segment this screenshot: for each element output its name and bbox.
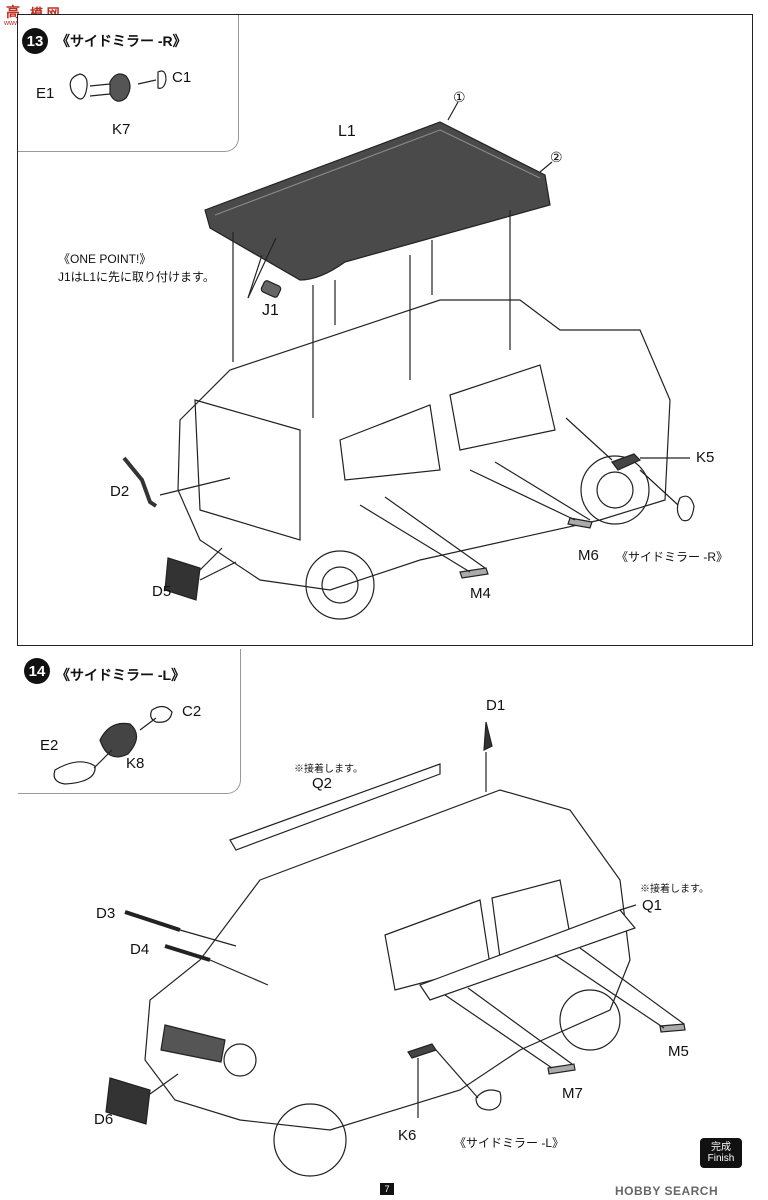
label-d3: D3: [96, 905, 116, 922]
label-m5: M5: [668, 1043, 689, 1060]
step-13-number: 13: [22, 28, 48, 54]
label-d4: D4: [130, 941, 150, 958]
label-j1: J1: [262, 302, 279, 319]
callout-2: ②: [550, 149, 563, 165]
glue-note-q1: ※接着します。: [640, 884, 709, 895]
mirror-r-piece: [676, 495, 695, 522]
label-d6: D6: [94, 1111, 114, 1128]
finish-jp: 完成: [711, 1141, 731, 1153]
step-14-title: 《サイドミラー -L》: [56, 667, 186, 683]
label-d5: D5: [152, 583, 172, 600]
label-k5: K5: [696, 449, 715, 466]
label-k8: K8: [126, 755, 145, 772]
label-d1: D1: [486, 697, 506, 714]
step-14-number: 14: [24, 658, 50, 684]
brand-watermark: HOBBY SEARCH: [615, 1184, 719, 1198]
part-e1-shape: [69, 73, 88, 100]
watermark-char: 高: [6, 4, 20, 20]
label-e2: E2: [40, 737, 59, 754]
mirror-l-piece: [475, 1089, 502, 1111]
page-number: 7: [380, 1183, 394, 1195]
label-m6: M6: [578, 547, 599, 564]
one-point-text: J1はL1に先に取り付けます。: [58, 270, 215, 284]
part-c2-shape: [150, 705, 173, 723]
label-e1: E1: [36, 85, 55, 102]
label-k6: K6: [398, 1127, 417, 1144]
label-k7: K7: [112, 121, 131, 138]
label-q1: Q1: [642, 897, 663, 914]
label-m4: M4: [470, 585, 491, 602]
step-13-title: 《サイドミラー -R》: [56, 33, 187, 49]
rail-q2-shape: [229, 763, 441, 851]
part-k7-shape: [109, 73, 131, 102]
finish-badge: 完成 Finish: [700, 1138, 742, 1168]
finish-en: Finish: [707, 1153, 735, 1164]
label-c1: C1: [172, 69, 192, 86]
label-q2: Q2: [312, 775, 333, 792]
glue-note-q2: ※接着します。: [294, 764, 363, 775]
label-d2: D2: [110, 483, 130, 500]
roof-l1-shape: [204, 121, 551, 281]
mirror-r-ref: 《サイドミラー -R》: [616, 550, 728, 564]
mirror-r-inset: [18, 15, 239, 152]
mirror-l-inset: [18, 649, 241, 794]
label-c2: C2: [182, 703, 202, 720]
car-14-body: [144, 789, 631, 1131]
part-e2-shape: [53, 761, 96, 785]
car-13-body: [177, 299, 671, 591]
callout-1: ①: [453, 89, 466, 105]
label-m7: M7: [562, 1085, 583, 1102]
part-c1-shape: [157, 70, 167, 89]
label-l1: L1: [338, 123, 356, 140]
part-k8-shape: [99, 722, 138, 758]
one-point-title: 《ONE POINT!》: [58, 252, 152, 266]
mirror-l-ref: 《サイドミラー -L》: [454, 1136, 565, 1150]
